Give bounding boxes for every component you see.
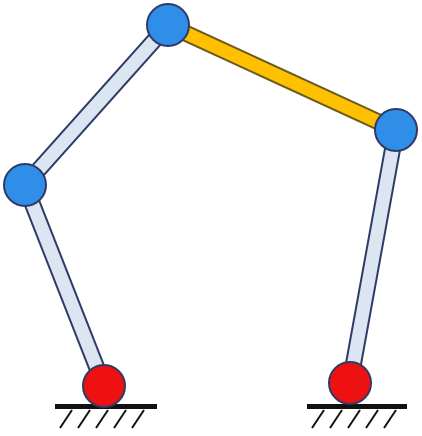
- ground-hatching-left: [59, 409, 145, 429]
- joints: [3, 3, 418, 207]
- ground-hatching-right: [311, 409, 397, 429]
- ground-plate-right: [307, 404, 407, 409]
- ground-pivots: [82, 361, 372, 408]
- links: [17, 17, 405, 390]
- joint-left-elbow: [3, 163, 47, 207]
- left-upper-link: [18, 19, 175, 191]
- right-link: [341, 128, 405, 385]
- ground-pivot-left: [82, 364, 126, 408]
- left-base-link: [17, 181, 112, 390]
- ground-pivot-right: [328, 361, 372, 405]
- coupler-link: [164, 17, 400, 138]
- ground-support-right: [307, 404, 407, 429]
- joint-top-right: [374, 108, 418, 152]
- joint-top-left: [146, 3, 190, 47]
